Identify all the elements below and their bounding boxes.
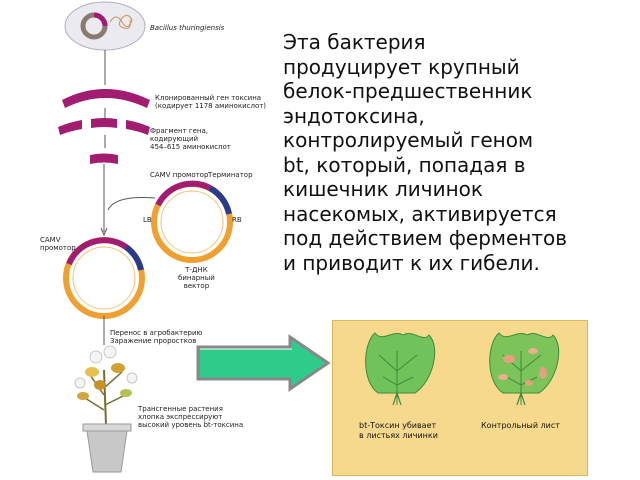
gene-fragment-3 xyxy=(126,120,150,135)
recombinant-plasmid-ring xyxy=(66,240,142,316)
leaf-drawings xyxy=(333,321,587,475)
description-line: эндотоксина, xyxy=(283,104,635,129)
control-leaf xyxy=(490,333,559,405)
description-line: контролируемый геном xyxy=(283,128,635,153)
bacterium-label: Bacillus thuringiensis xyxy=(150,24,224,32)
terminator-label: Терминатор xyxy=(208,171,253,179)
lb-label: LB xyxy=(143,216,152,224)
description-line: насекомых, активируется xyxy=(283,202,635,227)
description-line: белок-предшественник xyxy=(283,79,635,104)
selected-fragment xyxy=(90,154,118,165)
tdna-vector-ring xyxy=(154,184,230,260)
description-line: bt, который, попадая в xyxy=(283,153,635,178)
rb-label: RB xyxy=(232,216,242,224)
cloned-gene-arc xyxy=(62,89,150,108)
description-line: и приводит к их гибели. xyxy=(283,251,635,276)
tdna-vector-label: Т-ДНК бинарный вектор xyxy=(178,266,215,290)
flower-pot xyxy=(83,424,131,472)
camv-promoter-left-label: CAMV промотор xyxy=(40,236,76,252)
green-arrow xyxy=(194,333,334,393)
cloned-gene-label: Клонированный ген токсина (кодирует 1178… xyxy=(155,94,266,110)
description-text: Эта бактерия продуцирует крупный белок-п… xyxy=(283,30,635,275)
leaf-comparison-panel: bt-Токсин убивает в листьях личинки Конт… xyxy=(332,320,588,476)
description-line: кишечник личинок xyxy=(283,177,635,202)
transgenic-plants-label: Трансгенные растения хлопка экспрессирую… xyxy=(138,405,243,429)
gene-fragment-1 xyxy=(58,120,82,135)
transfer-label: Перенос в агробактерию Заражение пророст… xyxy=(110,329,202,345)
description-line: Эта бактерия xyxy=(283,30,635,55)
bt-treated-leaf xyxy=(366,333,435,405)
control-leaf-caption: Контрольный лист xyxy=(481,421,560,431)
cotton-plant xyxy=(75,346,137,425)
camv-promoter-top-label: CAMV промотор xyxy=(150,171,208,179)
description-line: под действием ферментов xyxy=(283,226,635,251)
description-line: продуцирует крупный xyxy=(283,55,635,80)
gene-fragment-label: Фрагмент гена, кодирующий 454–615 аминок… xyxy=(150,127,231,151)
bt-leaf-caption: bt-Токсин убивает в листьях личинки xyxy=(359,421,438,440)
gene-fragment-2 xyxy=(91,118,117,128)
vector-join-curve xyxy=(108,198,155,211)
